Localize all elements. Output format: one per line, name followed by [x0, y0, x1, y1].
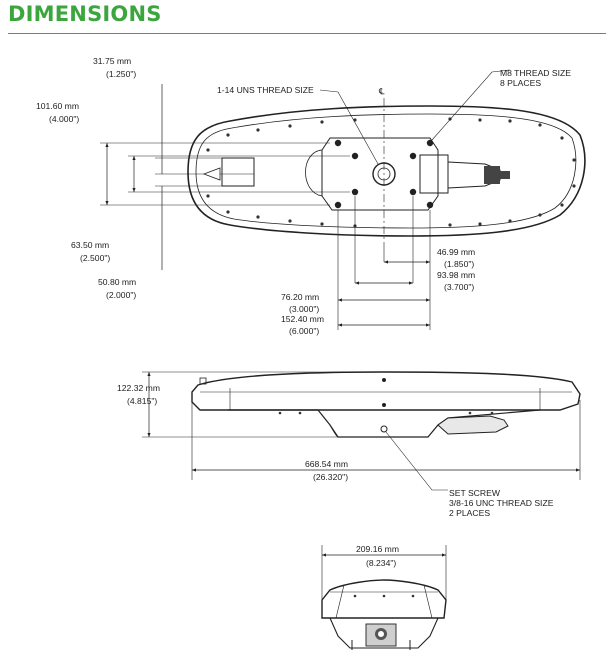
- dim-152-40-mm: 152.40 mm: [281, 314, 324, 324]
- top-view: [187, 105, 586, 237]
- dim-76-20-mm: 76.20 mm: [281, 292, 319, 302]
- top-vertical-dims: [105, 84, 163, 270]
- top-body-outline: [187, 105, 586, 237]
- dim-93-98-mm: 93.98 mm: [437, 270, 475, 280]
- dim-63-50-in: (2.500"): [80, 253, 110, 263]
- callout-set-screw-line1: SET SCREW: [449, 488, 501, 498]
- end-base: [329, 617, 439, 649]
- dim-93-98-in: (3.700"): [444, 282, 474, 292]
- end-dome: [321, 579, 447, 619]
- end-dims: [321, 545, 447, 600]
- dim-668-54-mm: 668.54 mm: [305, 459, 348, 469]
- page-title: DIMENSIONS: [8, 2, 162, 26]
- connector-housing: [419, 154, 449, 194]
- callout-set-screw-line2: 3/8-16 UNC THREAD SIZE: [449, 498, 554, 508]
- callout-set-screw-line3: 2 PLACES: [449, 508, 490, 518]
- side-view: [191, 371, 581, 438]
- dim-46-99-mm: 46.99 mm: [437, 247, 475, 257]
- dim-101-60-mm: 101.60 mm: [36, 101, 79, 111]
- dim-209-16-in: (8.234"): [366, 558, 396, 568]
- dim-31-75-mm: 31.75 mm: [93, 56, 131, 66]
- dim-63-50-mm: 63.50 mm: [71, 240, 109, 250]
- dim-122-32-in: (4.815"): [127, 396, 157, 406]
- rivets: [206, 117, 576, 228]
- callout-leaders: [319, 69, 511, 165]
- dim-209-16-mm: 209.16 mm: [356, 544, 399, 554]
- dim-50-80-mm: 50.80 mm: [98, 277, 136, 287]
- side-connector: [437, 415, 509, 435]
- side-dims: [142, 371, 581, 491]
- mount-plate-left-lobe: [305, 149, 323, 197]
- end-view: [321, 579, 447, 650]
- mount-plate: [321, 137, 439, 211]
- dim-76-20-in: (3.000"): [289, 304, 319, 314]
- m8-holes: [334, 139, 434, 209]
- side-top-shell: [191, 371, 581, 411]
- top-body-inner: [195, 113, 577, 229]
- dim-668-54-in: (26.320"): [313, 472, 348, 482]
- dim-50-80-in: (2.000"): [106, 290, 136, 300]
- top-window: [221, 157, 255, 187]
- title-underline: [8, 33, 606, 34]
- dim-31-75-in: (1.250"): [106, 69, 136, 79]
- top-horizontal-dims: [337, 196, 431, 330]
- dim-152-40-in: (6.000"): [289, 326, 319, 336]
- callout-uns-thread: 1-14 UNS THREAD SIZE: [217, 85, 314, 95]
- centerline-symbol: ℄: [378, 86, 385, 96]
- dim-101-60-in: (4.000"): [49, 114, 79, 124]
- callout-m8-thread-line2: 8 PLACES: [500, 78, 541, 88]
- dim-122-32-mm: 122.32 mm: [117, 383, 160, 393]
- callout-m8-thread-line1: M8 THREAD SIZE: [500, 68, 571, 78]
- dim-46-99-in: (1.850"): [444, 259, 474, 269]
- set-screw-hole: [380, 425, 388, 433]
- top-extension-lines: [100, 142, 350, 206]
